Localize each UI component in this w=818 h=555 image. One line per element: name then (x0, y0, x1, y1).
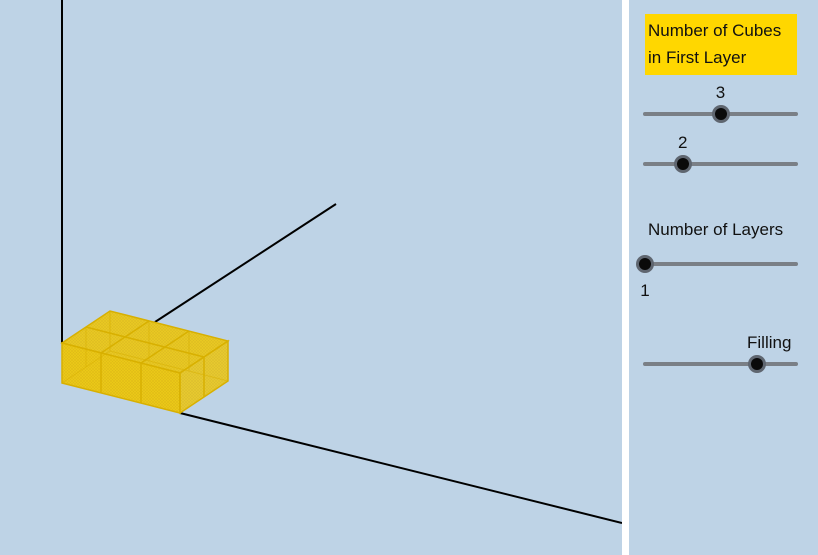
axis-x (179, 412, 622, 524)
slider-b-knob[interactable] (673, 155, 692, 173)
slider-a[interactable] (643, 104, 798, 124)
control-panel: Number of Cubes in First Layer 3 2 Numbe… (629, 0, 818, 555)
layers-value: 1 (640, 281, 650, 300)
cube-prism (60, 310, 230, 415)
filling-slider-track[interactable] (643, 362, 798, 366)
layers-slider-track[interactable] (643, 262, 798, 266)
graphics-view-3d[interactable] (0, 0, 622, 555)
slider-b-value: 2 (678, 133, 688, 152)
layers-slider-knob[interactable] (636, 255, 654, 273)
filling-caption: Filling (747, 333, 792, 352)
scene-3d[interactable] (0, 0, 622, 555)
first-layer-caption-line2: in First Layer (648, 48, 747, 67)
filling-slider-knob[interactable] (747, 355, 766, 373)
panel-divider[interactable] (622, 0, 629, 555)
first-layer-caption: Number of Cubes in First Layer (645, 14, 797, 75)
slider-b[interactable] (643, 154, 798, 174)
slider-a-value: 3 (715, 83, 726, 102)
slider-a-knob[interactable] (711, 105, 730, 123)
first-layer-caption-line1: Number of Cubes (648, 21, 782, 40)
layers-slider[interactable] (636, 254, 798, 274)
axis-y (154, 203, 337, 323)
filling-slider[interactable] (643, 354, 798, 374)
layers-caption: Number of Layers (648, 220, 784, 239)
slider-b-track[interactable] (643, 162, 798, 166)
